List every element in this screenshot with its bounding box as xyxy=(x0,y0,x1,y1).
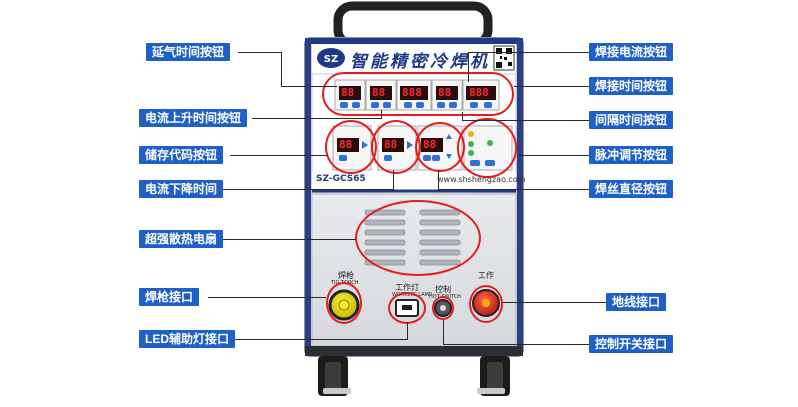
callout-wire-diameter-button: 焊丝直径按钮 xyxy=(589,180,674,198)
machine-base xyxy=(305,346,523,356)
leader-r5 xyxy=(438,189,590,190)
ring-top-displays xyxy=(322,72,514,116)
callout-led-lamp-socket: LED辅助灯接口 xyxy=(139,330,236,348)
leader-r6 xyxy=(503,302,607,303)
model-label: SZ-GCS65 xyxy=(316,174,366,184)
ring-ground-socket xyxy=(469,285,503,323)
model-strip xyxy=(312,172,516,190)
callout-torch-socket: 焊枪接口 xyxy=(139,288,200,306)
callout-current-fall-time: 电流下降时间 xyxy=(139,180,224,198)
leader-l1 xyxy=(238,52,282,53)
callout-store-code-button: 储存代码按钮 xyxy=(139,146,224,164)
ring-lamp-port xyxy=(388,292,426,324)
display-4: 88 xyxy=(438,86,452,99)
leader-l4 xyxy=(222,189,394,190)
ground-label-cn: 工作 xyxy=(478,271,494,280)
callout-gas-delay-button: 延气时间按钮 xyxy=(146,43,231,61)
leader-r7 xyxy=(443,344,590,345)
callout-weld-current-button: 焊接电流按钮 xyxy=(589,43,674,61)
top-bezel xyxy=(305,38,523,44)
display-3: 888 xyxy=(402,86,422,99)
svg-text:SZ: SZ xyxy=(324,54,338,65)
product-title: 智能精密冷焊机 xyxy=(350,52,490,72)
ring-module-2 xyxy=(371,120,421,174)
row-1-buttons xyxy=(340,102,492,108)
callout-interval-time-button: 间隔时间按钮 xyxy=(589,111,674,129)
leader-r1 xyxy=(468,52,590,53)
title-band xyxy=(312,44,516,74)
leader-l2 xyxy=(252,118,382,119)
torch-label-cn: 焊枪 xyxy=(338,271,354,280)
callout-pulse-adjust-button: 脉冲调节按钮 xyxy=(589,146,674,164)
callout-ground-socket: 地线接口 xyxy=(606,293,667,311)
display-2: 88 xyxy=(372,86,386,99)
website-label: www.shshengzao.com xyxy=(437,175,526,184)
ring-switch-port xyxy=(432,296,454,320)
leader-r4 xyxy=(517,155,590,156)
leader-l6 xyxy=(208,297,326,298)
callout-weld-time-button: 焊接时间按钮 xyxy=(589,77,674,95)
callout-cooling-fan: 超强散热电扇 xyxy=(139,230,224,248)
callout-control-switch-socket: 控制开关接口 xyxy=(589,335,674,353)
right-wheel-icon xyxy=(477,356,510,396)
ring-fan xyxy=(355,200,481,276)
lamp-label-cn: 工作灯 xyxy=(395,283,419,292)
switch-label-cn: 控制 xyxy=(435,285,451,294)
leader-l7 xyxy=(226,339,408,340)
ring-module-1 xyxy=(325,120,377,174)
left-wheel-icon xyxy=(318,356,351,396)
display-1: 88 xyxy=(341,86,355,99)
leader-l3 xyxy=(230,155,328,156)
callout-current-rise-button: 电流上升时间按钮 xyxy=(139,109,248,127)
ring-pulse-module xyxy=(457,118,517,178)
brand-logo-icon xyxy=(317,48,345,68)
leader-r3 xyxy=(462,120,590,121)
ring-torch-socket xyxy=(326,282,362,324)
leader-l5 xyxy=(222,239,356,240)
display-5: 888 xyxy=(469,86,489,99)
leader-r2 xyxy=(514,86,590,87)
